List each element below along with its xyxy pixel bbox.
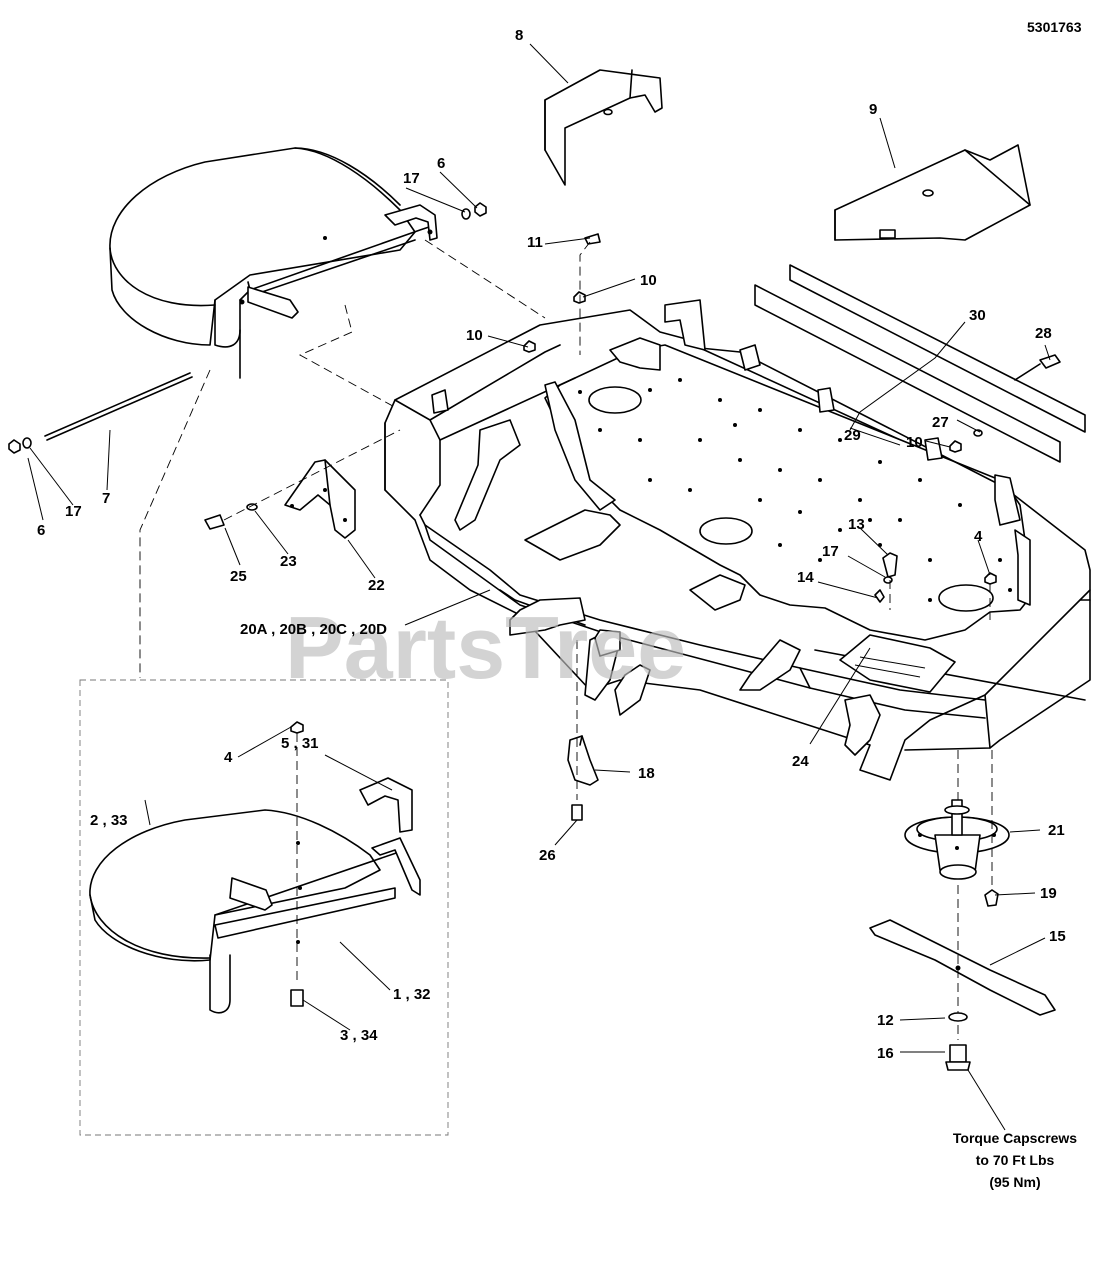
callout-12: 12	[877, 1012, 894, 1029]
callout-7: 7	[102, 490, 110, 507]
bolt-19	[984, 889, 999, 907]
bolt-11	[584, 233, 601, 245]
callout-22: 22	[368, 577, 385, 594]
blade-bolt-16	[945, 1044, 971, 1071]
callout-1-32: 1 , 32	[393, 986, 431, 1003]
callout-17-mid: 17	[822, 543, 839, 560]
callout-19: 19	[1040, 885, 1057, 902]
mower-blade	[869, 919, 1056, 1016]
discharge-chute-assembly	[109, 147, 438, 379]
callout-21: 21	[1048, 822, 1065, 839]
callout-27: 27	[932, 414, 949, 431]
callout-4-right: 4	[974, 528, 983, 545]
bolt-25	[204, 514, 225, 530]
callout-16: 16	[877, 1045, 894, 1062]
callout-14: 14	[797, 569, 814, 586]
callout-8: 8	[515, 27, 523, 44]
pulley-bracket-hardware	[874, 552, 898, 610]
callout-24: 24	[792, 753, 809, 770]
bolt-26	[571, 804, 583, 821]
callout-29: 29	[844, 427, 861, 444]
callout-28: 28	[1035, 325, 1052, 342]
callout-10-right: 10	[906, 434, 923, 451]
idler-bracket	[284, 459, 356, 539]
alignment-line-chute	[298, 304, 401, 411]
callout-20: 20A , 20B , 20C , 20D	[240, 621, 387, 638]
callout-30: 30	[969, 307, 986, 324]
torque-note-line-1: Torque Capscrews	[953, 1130, 1077, 1146]
callout-6-top: 6	[437, 155, 445, 172]
torque-note-line-3: (95 Nm)	[989, 1174, 1040, 1190]
nut-4-inset	[290, 721, 304, 734]
leader-lines	[27, 43, 1051, 1131]
inset-box	[79, 679, 449, 1136]
callout-9: 9	[869, 101, 877, 118]
belt-shield	[544, 69, 663, 186]
callout-10-left: 10	[466, 327, 483, 344]
washer-12	[948, 1012, 968, 1022]
spindle-assembly	[904, 799, 1010, 880]
torque-note-line-2: to 70 Ft Lbs	[976, 1152, 1055, 1168]
nut-4-right	[984, 572, 997, 585]
rear-rail-strips	[754, 264, 1086, 463]
callout-25: 25	[230, 568, 247, 585]
callout-23: 23	[280, 553, 297, 570]
deck-holes	[578, 378, 1012, 602]
callout-5-31: 5 , 31	[281, 735, 319, 752]
washer-23	[246, 503, 258, 511]
bolt-3-inset	[290, 989, 304, 1007]
callout-13: 13	[848, 516, 865, 533]
hinge-rod	[8, 372, 193, 454]
callout-17-left: 17	[65, 503, 82, 520]
callout-26: 26	[539, 847, 556, 864]
callout-10-top: 10	[640, 272, 657, 289]
drawing-part-number: 5301763	[1027, 19, 1082, 35]
callout-2-33: 2 , 33	[90, 812, 128, 829]
callout-17-top: 17	[403, 170, 420, 187]
bracket-18	[567, 735, 599, 786]
discharge-chute-inset	[89, 777, 421, 1014]
watermark: PartsTree	[285, 598, 686, 697]
callout-6-left: 6	[37, 522, 45, 539]
nut-10-left	[523, 340, 536, 353]
callout-15: 15	[1049, 928, 1066, 945]
bolt-28	[1014, 354, 1061, 381]
nut-washer-top	[461, 202, 487, 220]
callout-4-inset: 4	[224, 749, 233, 766]
callout-3-34: 3 , 34	[340, 1027, 378, 1044]
callout-18: 18	[638, 765, 655, 782]
callout-11: 11	[527, 234, 543, 251]
belt-cover	[834, 144, 1031, 241]
nut-10-right	[949, 440, 962, 453]
nut-10-top	[573, 291, 586, 304]
